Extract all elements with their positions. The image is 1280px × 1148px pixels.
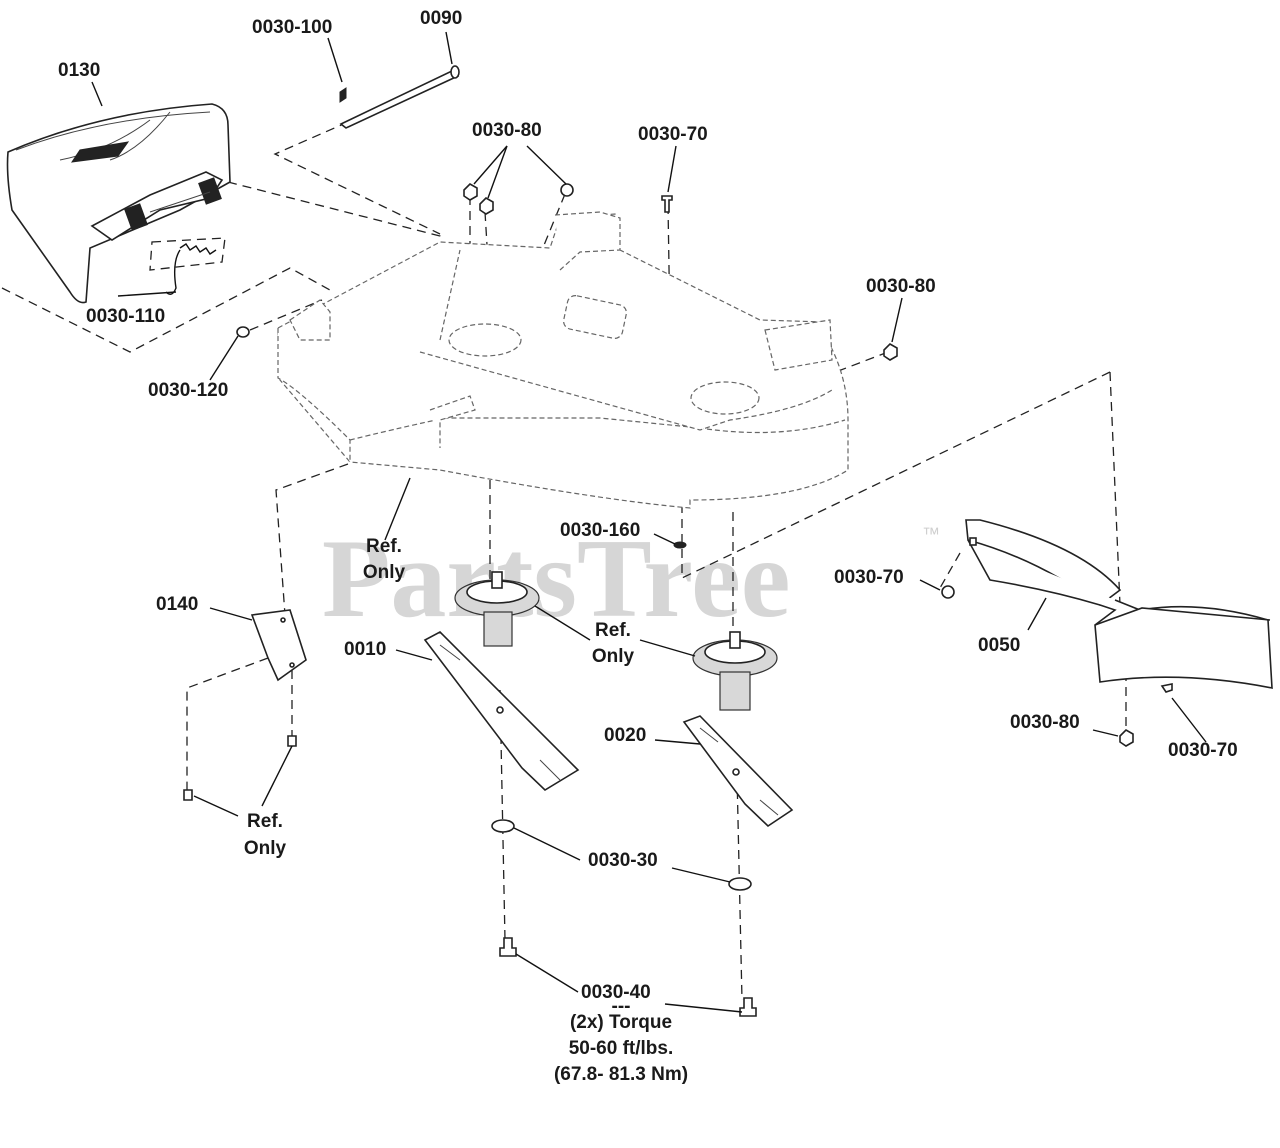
side-chute-0050 — [941, 519, 1273, 747]
callout-0030-160: 0030-160 — [560, 520, 640, 541]
ref-only-note-deck: Ref. Only — [363, 536, 406, 583]
callout-0030-70-bottom: 0030-70 — [1168, 740, 1238, 761]
callout-0030-120: 0030-120 — [148, 380, 228, 401]
bolt-0030-40-left — [499, 937, 517, 957]
hardware-top — [236, 183, 898, 549]
callout-0030-70-mid: 0030-70 — [834, 567, 904, 588]
watermark-trademark: ™ — [922, 524, 940, 544]
callout-0030-40: 0030-40 — [581, 982, 651, 1003]
ref-only-line1: Ref. — [247, 811, 283, 832]
callout-0030-80-right: 0030-80 — [866, 276, 936, 297]
bracket-0140 — [183, 609, 307, 801]
bolt-0030-40-right — [739, 997, 757, 1017]
torque-note: --- (2x) Torque 50-60 ft/lbs. (67.8- 81.… — [554, 996, 688, 1085]
spindle-left — [454, 571, 540, 647]
ref-only-line2: Only — [363, 562, 406, 583]
spindle-right — [692, 631, 778, 711]
torque-line1: (2x) Torque — [570, 1012, 672, 1033]
rod-0090 — [339, 65, 460, 129]
callout-0030-80-top: 0030-80 — [472, 120, 542, 141]
leader-lines — [91, 31, 1207, 1013]
callout-0030-100: 0030-100 — [252, 17, 332, 38]
ref-only-note-bolts: Ref. Only — [244, 811, 287, 859]
ref-only-line2: Only — [592, 646, 635, 667]
callout-0030-110: 0030-110 — [86, 306, 165, 327]
callout-0130: 0130 — [58, 60, 100, 81]
blade-0020 — [682, 715, 794, 828]
washer-0030-30-right — [728, 877, 752, 891]
torque-line2: 50-60 ft/lbs. — [569, 1038, 674, 1059]
ref-only-line1: Ref. — [366, 536, 402, 557]
ref-only-line1: Ref. — [595, 620, 631, 641]
callout-0140: 0140 — [156, 594, 198, 615]
torque-separator: --- — [612, 996, 631, 1017]
callout-0020: 0020 — [604, 725, 646, 746]
ref-only-note-spindle: Ref. Only — [592, 620, 635, 667]
pin-0030-100 — [339, 87, 347, 103]
washer-0030-30-left — [491, 819, 515, 833]
assembly-dashed-lines — [1, 73, 1127, 1001]
torque-line3: (67.8- 81.3 Nm) — [554, 1064, 688, 1085]
callout-0030-70-top: 0030-70 — [638, 124, 708, 145]
callout-0090: 0090 — [420, 8, 462, 29]
blade-0010 — [423, 631, 580, 792]
callout-0010: 0010 — [344, 639, 386, 660]
callout-0030-80-bottom: 0030-80 — [1010, 712, 1080, 733]
discharge-deflector-0130 — [6, 103, 231, 304]
callout-0030-30: 0030-30 — [588, 850, 658, 871]
mower-deck-housing — [277, 211, 849, 509]
spring-0030-110 — [165, 243, 217, 295]
ref-only-line2: Only — [244, 838, 287, 859]
callout-0050: 0050 — [978, 635, 1020, 656]
watermark-text: PartsTree — [322, 517, 791, 641]
